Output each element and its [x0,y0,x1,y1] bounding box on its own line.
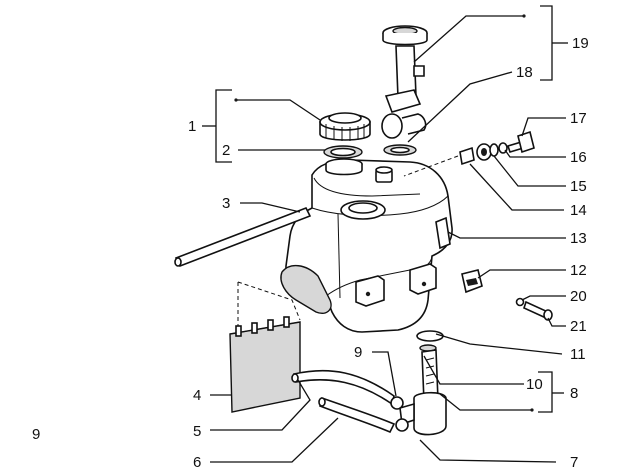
callout-4: 4 [193,387,201,404]
callout-14: 14 [570,202,587,219]
filler-ring [325,158,363,176]
fuel-tank [280,159,453,333]
callout-12: 12 [570,262,587,279]
callout-3: 3 [222,195,230,212]
callout-6: 6 [193,454,201,470]
spring-clip [461,269,483,294]
tank-cap [319,112,371,141]
callout-19: 19 [572,35,589,52]
callout-15: 15 [570,178,587,195]
callout-16: 16 [570,149,587,166]
callout-labels: 1 2 3 4 5 6 7 8 9 10 11 12 13 14 15 16 1… [188,35,589,471]
callout-21: 21 [570,318,587,335]
callout-18: 18 [516,64,533,81]
callout-5: 5 [193,423,201,440]
callout-20: 20 [570,288,587,305]
vent-tube [174,206,312,268]
callout-10: 10 [526,376,543,393]
callout-2: 2 [222,142,230,159]
callout-17: 17 [570,110,587,127]
fuel-hoses [291,369,396,434]
fuel-filter [229,281,301,413]
bolt-washer [515,297,553,321]
callout-13: 13 [570,230,587,247]
fuel-tap [390,330,447,436]
callout-1: 1 [188,118,196,135]
page-label: 9 [32,426,40,443]
callout-11: 11 [570,346,586,363]
leader-lines [202,5,568,463]
fuel-gauge-sender [381,25,428,139]
sender-gasket [383,144,417,156]
callout-9: 9 [354,344,362,361]
cap-gasket [323,145,363,159]
callout-7: 7 [570,454,578,470]
callout-8: 8 [570,385,578,402]
